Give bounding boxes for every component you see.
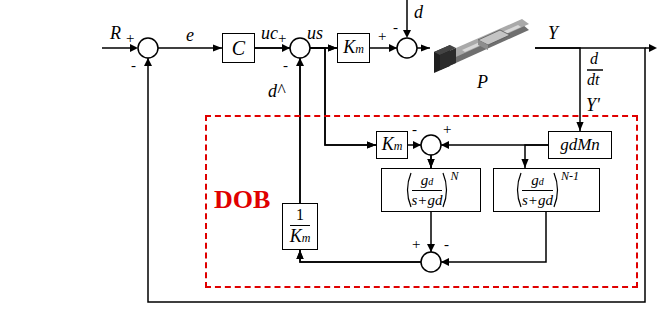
sign: + [443, 121, 451, 138]
box-content: C [232, 37, 245, 59]
dob-region: DOBKmgdMngds+gdNgds+gdN-11Km [205, 115, 638, 288]
signal-connector [300, 212, 546, 262]
filter-expression: gd s+gd N [404, 172, 459, 208]
linear-stage-picture [434, 19, 529, 73]
box-content: gdMn [560, 136, 600, 155]
signal-connector [300, 212, 431, 262]
derivative-symbol: d [590, 50, 598, 68]
signal-name: us [307, 24, 323, 44]
parenthesis [514, 172, 522, 208]
parenthesis [442, 172, 450, 208]
box-content: Km [343, 38, 364, 58]
sign: + [278, 30, 286, 47]
box-content: Km [382, 135, 403, 155]
box-text: 1 [296, 206, 304, 224]
box-text: s+gd [522, 192, 553, 209]
signal-connector [148, 48, 645, 302]
summing-junction [421, 252, 441, 272]
arrow-head [413, 141, 421, 149]
box-text: gd [531, 172, 544, 189]
filter-expression: gd s+gd N-1 [514, 172, 579, 208]
signal-connector [300, 48, 337, 203]
box-text: s+gd [412, 192, 443, 209]
arrow-head [441, 258, 449, 266]
signal-name: e [186, 26, 194, 46]
filter-box: gd s+gd N-1 [493, 168, 600, 212]
linear-stage-picture [478, 40, 488, 50]
sign: - [444, 236, 449, 253]
signal-name: d [414, 3, 423, 23]
summing-junction [421, 135, 441, 155]
arrow-head [427, 244, 435, 252]
linear-stage-picture [462, 25, 521, 52]
fraction: gd s+gd [522, 172, 553, 208]
box-text: Km [290, 227, 311, 247]
summing-junction [397, 38, 417, 58]
signal-name: d^ [268, 82, 285, 102]
box-text: Km [382, 135, 403, 155]
gain-box: Km [337, 33, 370, 63]
linear-stage-picture [440, 48, 456, 70]
arrow-head [389, 44, 397, 52]
fraction-bar [290, 225, 311, 226]
exponent: N [450, 170, 458, 183]
box-text: C [232, 37, 245, 59]
signal-wire [587, 69, 603, 71]
box-text: gd [421, 172, 434, 189]
arrow-head [441, 141, 449, 149]
parenthesis [518, 173, 522, 207]
filter-box: gd s+gd N [381, 168, 481, 212]
parenthesis [404, 172, 412, 208]
signal-name: uc [261, 24, 278, 44]
arrow-head [403, 30, 411, 38]
sign: - [283, 57, 288, 74]
plant-node: P [430, 3, 535, 93]
region-title: DOB [214, 186, 270, 215]
signal-name: Y [548, 24, 558, 44]
signal-name: Y' [586, 96, 600, 116]
signal-connector [300, 48, 376, 203]
sign: - [412, 121, 417, 138]
exponent: N-1 [561, 170, 579, 183]
summing-junction [138, 38, 441, 272]
signal-connector [535, 48, 580, 131]
signal-connector [525, 145, 548, 168]
fraction-bar [412, 190, 443, 191]
parenthesis [443, 173, 447, 207]
plant-name: P [477, 73, 488, 93]
sign: + [126, 30, 134, 47]
fraction: 1Km [290, 206, 311, 246]
box-text: gdMn [560, 136, 600, 155]
signal-name: R [110, 24, 121, 44]
summing-junction [138, 38, 158, 58]
fraction: gd s+gd [412, 172, 443, 208]
gain-box: Km [376, 131, 408, 159]
parenthesis [554, 173, 558, 207]
arrow-head [649, 44, 657, 52]
signal-wire [102, 0, 652, 70]
arrow-head [130, 30, 657, 266]
arrow-head [144, 58, 152, 66]
derivative-symbol: dt [587, 71, 599, 89]
sign: - [131, 57, 136, 74]
sign: + [412, 236, 420, 253]
box-text: Km [343, 38, 364, 58]
fraction-bar [522, 190, 553, 191]
controller-box: C [222, 33, 255, 63]
parenthesis [407, 173, 411, 207]
parenthesis [553, 172, 561, 208]
sign: - [393, 19, 398, 36]
arrow-head [296, 58, 304, 66]
nominal-model-box: gdMn [548, 131, 612, 159]
inverse-gain-box: 1Km [282, 203, 318, 250]
sign: + [378, 28, 386, 45]
